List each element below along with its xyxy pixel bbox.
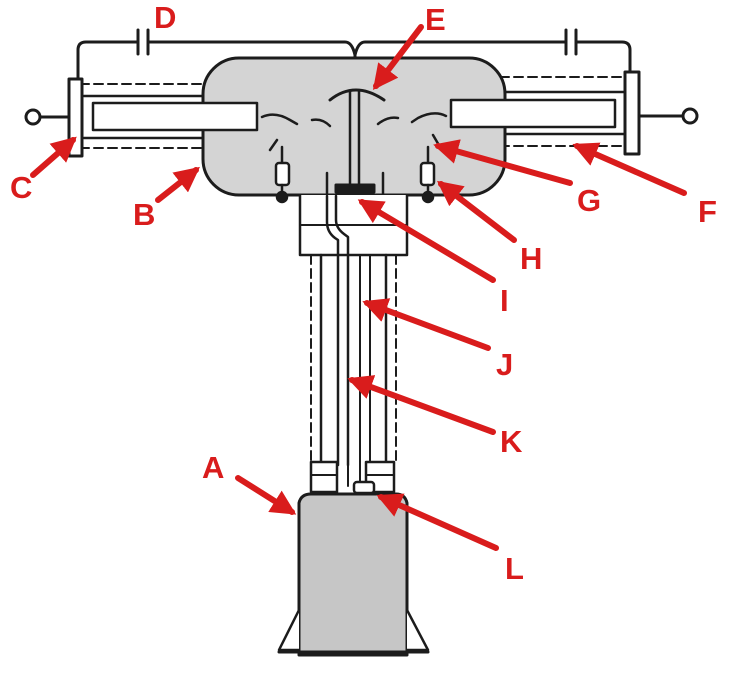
arrow-c: [30, 136, 77, 178]
right-contact-arm: [410, 112, 448, 124]
left-electrode-rod: [91, 101, 259, 132]
arrow-i: [357, 199, 496, 283]
label-k: K: [500, 424, 523, 459]
callout-labels: A B C D E F G H I J K L: [10, 0, 717, 586]
top-t-electrode-cap: [328, 88, 386, 102]
right-foot: [405, 608, 430, 652]
label-b: B: [133, 197, 155, 232]
left-bottom-fitting: [309, 460, 339, 494]
left-contact-arm: [260, 113, 299, 126]
callout-arrows: [30, 24, 687, 551]
bent-inner-conductor-edge: [334, 194, 350, 467]
arrow-g: [433, 139, 573, 186]
bent-inner-conductor: [325, 194, 340, 467]
right-terminal-knob: [681, 107, 699, 125]
arrow-l: [376, 493, 499, 551]
device: [24, 28, 699, 657]
right-electrode-rod: [449, 98, 617, 129]
right-side-element: [419, 133, 442, 204]
arrow-f: [572, 142, 687, 196]
right-bottom-fitting: [364, 460, 396, 494]
arrow-k: [347, 375, 496, 435]
label-i: I: [500, 283, 509, 318]
base-block: [297, 492, 409, 657]
label-d: D: [154, 0, 176, 35]
label-f: F: [698, 194, 717, 229]
arrow-b: [155, 166, 200, 203]
left-arm: [24, 77, 212, 158]
label-g: G: [577, 183, 601, 218]
right-end-plate: [623, 70, 641, 156]
label-e: E: [425, 2, 446, 37]
label-c: C: [10, 170, 32, 205]
right-capacitor-symbol: [564, 28, 578, 56]
label-a: A: [202, 450, 224, 485]
right-inner-hook: [376, 116, 400, 126]
label-l: L: [505, 551, 524, 586]
left-terminal-knob: [24, 108, 42, 126]
left-side-element: [268, 138, 291, 204]
arrow-a: [235, 475, 297, 515]
small-plug: [352, 480, 376, 495]
left-capacitor-symbol: [136, 28, 150, 56]
label-j: J: [496, 347, 513, 382]
arrow-h: [437, 180, 517, 243]
label-h: H: [520, 241, 542, 276]
top-wire-right: [353, 40, 632, 79]
arrow-j: [362, 298, 491, 351]
right-arm: [498, 70, 699, 156]
arrow-e: [372, 24, 424, 91]
vertical-tube: [310, 253, 397, 467]
left-inner-hook: [310, 118, 332, 128]
bottom-t-plate: [334, 183, 376, 194]
left-foot: [277, 608, 301, 652]
